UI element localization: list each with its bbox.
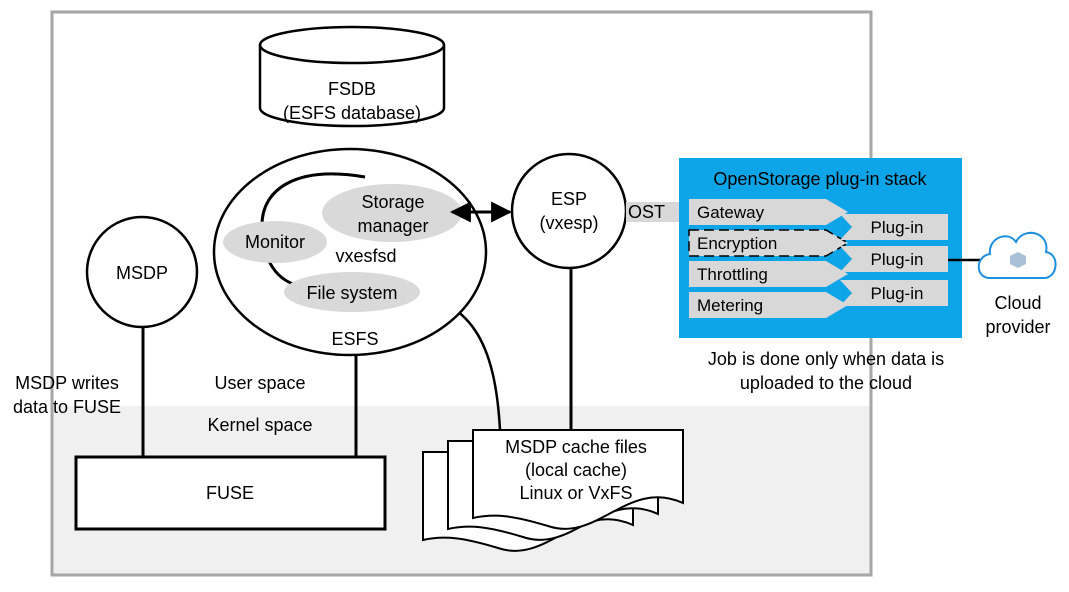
esp-component: ESP (vxesp)	[510, 152, 628, 270]
fuse-label: FUSE	[206, 483, 254, 503]
layer-gateway	[689, 199, 848, 225]
layer-throttling	[689, 261, 848, 287]
vxesfsd-label: vxesfsd	[335, 246, 396, 266]
plugin-1	[840, 214, 948, 240]
note-line2: uploaded to the cloud	[740, 373, 912, 393]
fsdb-subtitle: (ESFS database)	[283, 103, 421, 123]
layer-gateway-label: Gateway	[697, 203, 765, 222]
cache-files-line3: Linux or VxFS	[519, 483, 632, 503]
storage-manager-line1: Storage	[361, 192, 424, 212]
ost-label: OST	[628, 202, 665, 222]
cache-files-line2: (local cache)	[525, 460, 627, 480]
cache-files-line1: MSDP cache files	[505, 437, 647, 457]
esp-title: ESP	[551, 189, 587, 209]
file-system-bubble	[284, 272, 420, 312]
plugin-2	[840, 246, 948, 272]
cloud-provider-line1: Cloud	[994, 293, 1041, 313]
layer-encryption	[688, 229, 850, 257]
monitor-label: Monitor	[245, 232, 305, 252]
layer-encryption-label: Encryption	[697, 234, 777, 253]
layer-metering-label: Metering	[697, 296, 763, 315]
msdp-label: MSDP	[116, 263, 168, 283]
layer-metering	[689, 292, 848, 318]
layer-throttling-label: Throttling	[697, 265, 768, 284]
esfs-component: Storage manager Monitor vxesfsd File sys…	[212, 147, 488, 357]
msdp-writes-line1: MSDP writes	[15, 373, 119, 393]
plugin-1-label: Plug-in	[871, 218, 924, 237]
msdp-component: MSDP	[85, 215, 199, 329]
monitor-bubble	[223, 221, 327, 263]
file-system-label: File system	[306, 283, 397, 303]
fsdb-title: FSDB	[328, 79, 376, 99]
storage-manager-line2: manager	[357, 216, 428, 236]
esp-subtitle: (vxesp)	[539, 213, 598, 233]
plugin-stack: OpenStorage plug-in stack Gateway Encryp…	[679, 158, 962, 338]
cache-files-stack: MSDP cache files (local cache) Linux or …	[422, 429, 684, 552]
monitor-loop	[260, 172, 366, 289]
user-space-label: User space	[214, 373, 305, 393]
esfs-label: ESFS	[331, 329, 378, 349]
plugin-2-label: Plug-in	[871, 250, 924, 269]
cloud-icon	[977, 232, 1057, 279]
cloud-provider-line2: provider	[985, 317, 1050, 337]
plugin-stack-title: OpenStorage plug-in stack	[713, 169, 927, 189]
plugin-3	[840, 280, 948, 306]
plugin-3-label: Plug-in	[871, 284, 924, 303]
fsdb-database: FSDB (ESFS database)	[258, 25, 446, 128]
fuse-component: FUSE	[74, 455, 387, 531]
ost-connector: OST	[626, 197, 696, 227]
msdp-writes-line2: data to FUSE	[13, 397, 121, 417]
storage-manager-bubble	[322, 184, 462, 242]
kernel-space-label: Kernel space	[207, 415, 312, 435]
note-line1: Job is done only when data is	[708, 349, 944, 369]
